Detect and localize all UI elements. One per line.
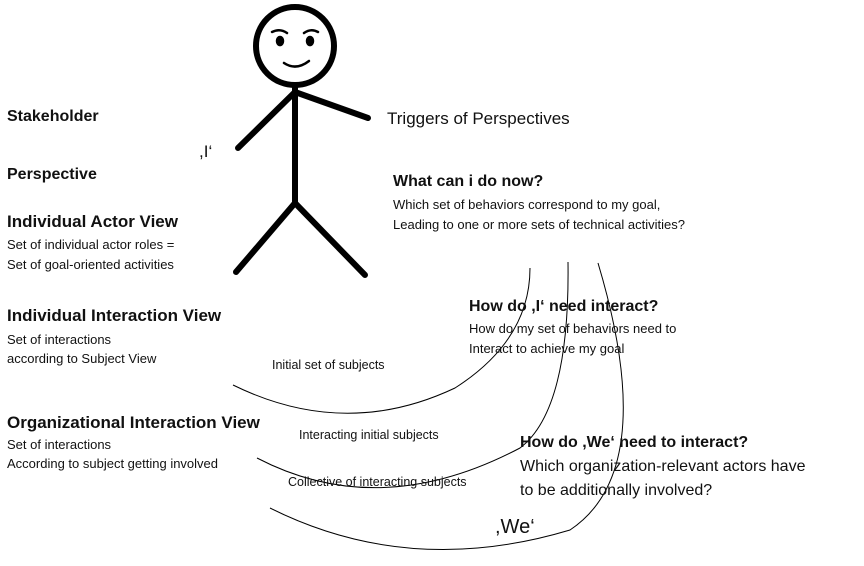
right-eyebrow xyxy=(302,29,320,35)
figure-face xyxy=(270,29,320,68)
actor-view-title: Individual Actor View xyxy=(7,212,178,231)
q1-line2: Leading to one or more sets of technical… xyxy=(393,217,685,232)
perspective-label: Perspective xyxy=(7,166,97,183)
arc-collective-subjects xyxy=(269,262,624,550)
org-view-line2: According to subject getting involved xyxy=(7,456,219,471)
actor-view-line1: Set of individual actor roles = xyxy=(7,237,175,252)
org-view-line1: Set of interactions xyxy=(7,437,112,452)
q2-line1: How do my set of behaviors need to xyxy=(469,321,677,336)
org-view-title: Organizational Interaction View xyxy=(7,413,260,432)
figure-head xyxy=(253,4,337,88)
arc-label-initial: Initial set of subjects xyxy=(272,358,385,372)
q3-line2: to be additionally involved? xyxy=(520,482,713,499)
arc-initial-subjects xyxy=(232,267,531,414)
stick-figure xyxy=(233,4,371,278)
q1-line1: Which set of behaviors correspond to my … xyxy=(393,197,661,212)
figure-left-leg xyxy=(233,200,298,275)
figure-right-arm xyxy=(292,89,371,121)
q2-line2: Interact to achieve my goal xyxy=(469,341,625,356)
smile xyxy=(282,59,311,68)
perspective-arcs xyxy=(232,261,624,550)
interaction-view-line2: according to Subject View xyxy=(7,351,157,366)
arc-label-interacting: Interacting initial subjects xyxy=(299,428,439,442)
q3-line1: Which organization-relevant actors have xyxy=(520,458,806,475)
figure-left-arm xyxy=(235,89,298,151)
arc-interacting-subjects xyxy=(256,261,569,489)
we-label: ,We‘ xyxy=(495,516,535,538)
right-eye xyxy=(305,35,315,47)
left-eye xyxy=(275,35,285,47)
left-eyebrow xyxy=(270,29,289,35)
figure-right-leg xyxy=(292,200,368,278)
interaction-view-title: Individual Interaction View xyxy=(7,306,222,325)
i-label: ,I‘ xyxy=(199,142,213,161)
arc-label-collective: Collective of interacting subjects xyxy=(288,475,467,489)
q3-title: How do ,We‘ need to interact? xyxy=(520,434,749,451)
q1-title: What can i do now? xyxy=(393,173,544,190)
stakeholder-label: Stakeholder xyxy=(7,108,99,125)
triggers-label: Triggers of Perspectives xyxy=(387,109,570,128)
actor-view-line2: Set of goal-oriented activities xyxy=(7,257,174,272)
q2-title: How do ,I‘ need interact? xyxy=(469,298,659,315)
interaction-view-line1: Set of interactions xyxy=(7,332,112,347)
